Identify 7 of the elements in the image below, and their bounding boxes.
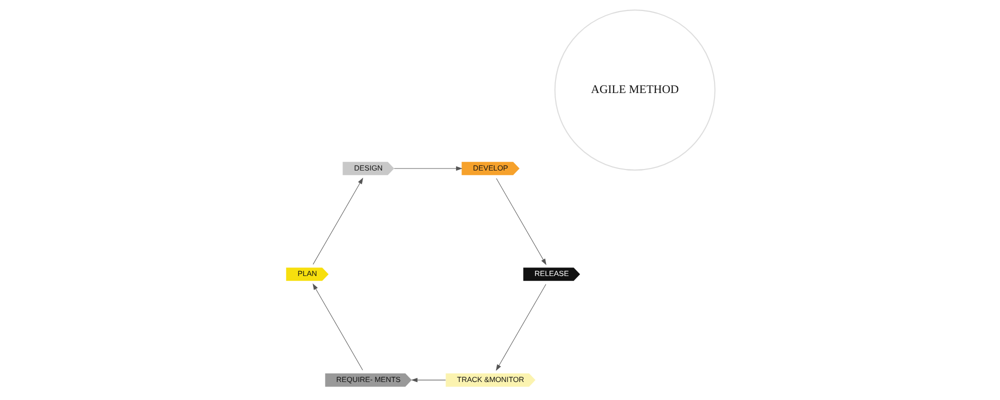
arrow (496, 178, 546, 266)
node-circle: AGILE METHOD (554, 10, 715, 171)
arrow (312, 178, 363, 265)
arrow (393, 166, 462, 171)
arrow (495, 284, 546, 371)
arrow (312, 283, 362, 370)
arrow (410, 378, 446, 382)
